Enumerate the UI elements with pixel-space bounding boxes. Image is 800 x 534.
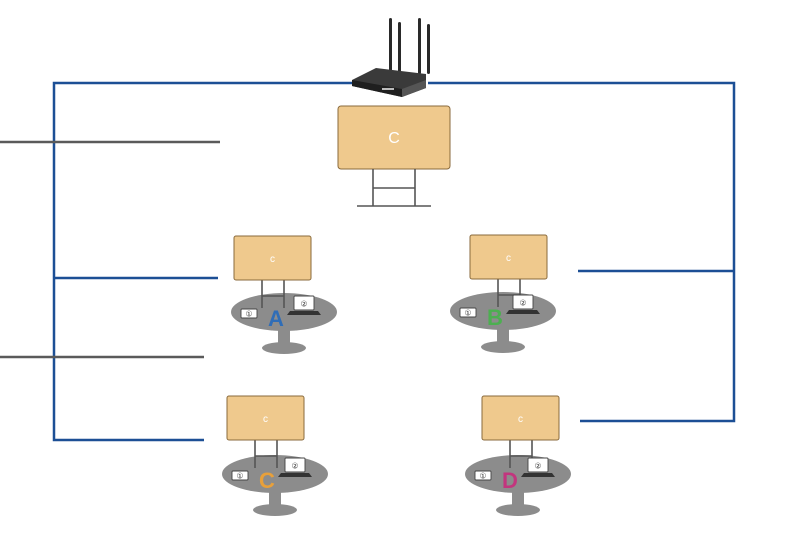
table-foot bbox=[253, 504, 297, 516]
station-screen-label: c bbox=[270, 254, 275, 265]
station-c: c ① ② C bbox=[222, 395, 328, 516]
device-2-label: ② bbox=[300, 300, 307, 309]
station-screen-label: c bbox=[263, 414, 268, 425]
table-pedestal bbox=[512, 488, 524, 508]
device-1-label: ① bbox=[236, 472, 243, 481]
main-display-label: C bbox=[388, 130, 400, 147]
station-screen-label: c bbox=[518, 414, 523, 425]
table-foot bbox=[481, 341, 525, 353]
laptop-icon: ② bbox=[278, 457, 312, 477]
table-pedestal bbox=[269, 488, 281, 508]
laptop-icon: ② bbox=[506, 294, 540, 314]
station-letter: B bbox=[487, 305, 503, 330]
device-2-label: ② bbox=[519, 299, 526, 308]
station-screen bbox=[469, 234, 548, 280]
right-network-link bbox=[428, 81, 736, 423]
station-a: c ① ② A bbox=[231, 235, 337, 354]
station-screen bbox=[481, 395, 560, 441]
screen-stand bbox=[261, 280, 285, 308]
laptop-icon: ② bbox=[521, 457, 555, 477]
station-screen bbox=[226, 395, 305, 441]
station-screen-label: c bbox=[506, 253, 511, 264]
station-screen bbox=[233, 235, 312, 281]
device-1-label: ① bbox=[479, 472, 486, 481]
device-2-label: ② bbox=[291, 462, 298, 471]
device-1-icon: ① bbox=[240, 308, 258, 319]
station-letter: C bbox=[259, 468, 275, 493]
device-1-icon: ① bbox=[231, 470, 249, 481]
table-pedestal bbox=[278, 326, 290, 346]
device-1-icon: ① bbox=[459, 307, 477, 318]
laptop-icon: ② bbox=[287, 295, 321, 315]
station-letter: A bbox=[268, 306, 284, 331]
table-pedestal bbox=[497, 325, 509, 345]
wifi-router-icon bbox=[352, 18, 430, 97]
left-network-link bbox=[52, 81, 355, 442]
station-d: c ① ② D bbox=[465, 395, 571, 516]
device-1-label: ① bbox=[245, 310, 252, 319]
table-foot bbox=[262, 342, 306, 354]
device-2-label: ② bbox=[534, 462, 541, 471]
station-b: c ① ② B bbox=[450, 234, 556, 353]
stations: c ① ② Ac ① ② Bc ① ② Cc ① ② D bbox=[222, 234, 571, 516]
device-1-icon: ① bbox=[474, 470, 492, 481]
table-foot bbox=[496, 504, 540, 516]
device-1-label: ① bbox=[464, 309, 471, 318]
main-display: C bbox=[337, 105, 451, 207]
screen-stand bbox=[254, 440, 278, 468]
main-display-stand bbox=[357, 169, 431, 207]
station-letter: D bbox=[502, 468, 518, 493]
connection-lines bbox=[0, 81, 736, 442]
